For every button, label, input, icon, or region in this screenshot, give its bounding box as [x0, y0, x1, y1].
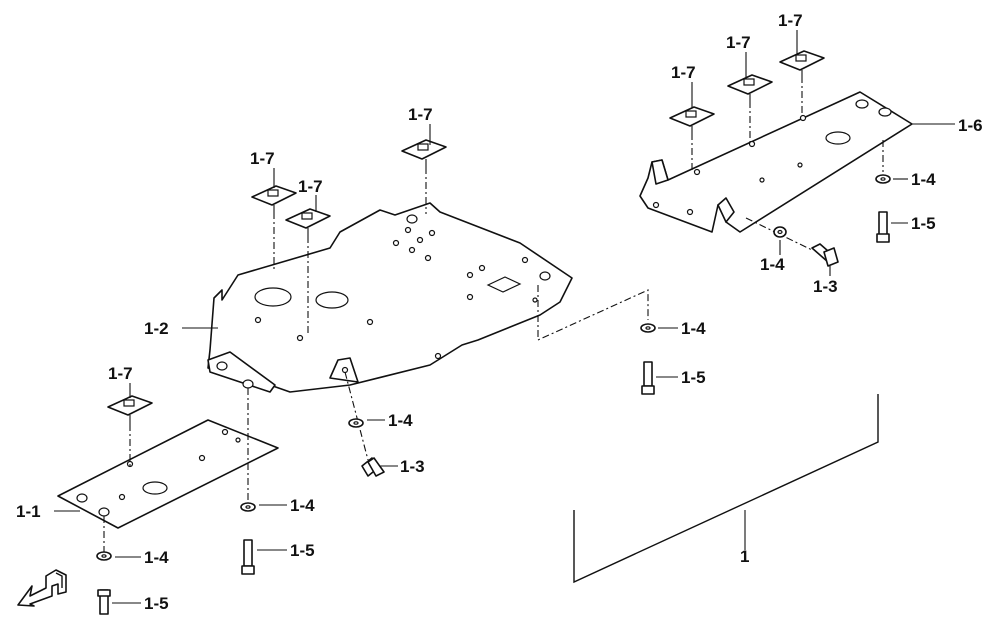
- plate-1-1: [57, 419, 279, 529]
- callout-1-4: 1-4: [911, 170, 936, 189]
- clip-1-7-f: [727, 74, 773, 101]
- callout-1-7: 1-7: [250, 149, 275, 168]
- callout-1-7: 1-7: [671, 63, 696, 82]
- front-direction-arrow-icon: [17, 569, 67, 607]
- callout-1-5: 1-5: [911, 214, 936, 233]
- plate-1-2: [207, 202, 573, 393]
- clip-1-7-e: [669, 106, 715, 133]
- plate-1-6: [639, 91, 913, 233]
- callout-1-7: 1-7: [408, 105, 433, 124]
- callout-1-1: 1-1: [16, 502, 41, 521]
- leader-lines: [54, 30, 955, 604]
- callout-1-6: 1-6: [958, 116, 983, 135]
- clip-1-7-a: [251, 185, 297, 212]
- callout-1-7: 1-7: [298, 177, 323, 196]
- assembly-bracket: [573, 394, 879, 584]
- callout-1-5: 1-5: [290, 541, 315, 560]
- callout-1-5: 1-5: [681, 368, 706, 387]
- clip-1-7-c: [401, 139, 447, 167]
- callout-1-3: 1-3: [813, 277, 838, 296]
- callout-1-4: 1-4: [760, 255, 785, 274]
- callout-1-3: 1-3: [400, 457, 425, 476]
- washers-1-4: [96, 174, 891, 561]
- callout-1-4: 1-4: [681, 319, 706, 338]
- callout-1-4: 1-4: [290, 496, 315, 515]
- clip-1-7-b: [285, 208, 331, 236]
- callout-1-2: 1-2: [144, 319, 169, 338]
- clip-1-7-d: [107, 395, 153, 424]
- callout-1: 1: [740, 547, 749, 566]
- callout-1-4: 1-4: [144, 548, 169, 567]
- clip-1-7-g: [779, 50, 825, 76]
- callout-1-7: 1-7: [108, 364, 133, 383]
- bolts-1-3: [361, 243, 839, 477]
- bolts-1-5: [97, 211, 890, 615]
- callout-1-7: 1-7: [726, 33, 751, 52]
- callout-1-7: 1-7: [778, 11, 803, 30]
- callout-1-5: 1-5: [144, 594, 169, 613]
- callout-labels: 1 1-1 1-2 1-6 1-3 1-3 1-4 1-4 1-4 1-4 1-…: [16, 11, 983, 613]
- callout-1-4: 1-4: [388, 411, 413, 430]
